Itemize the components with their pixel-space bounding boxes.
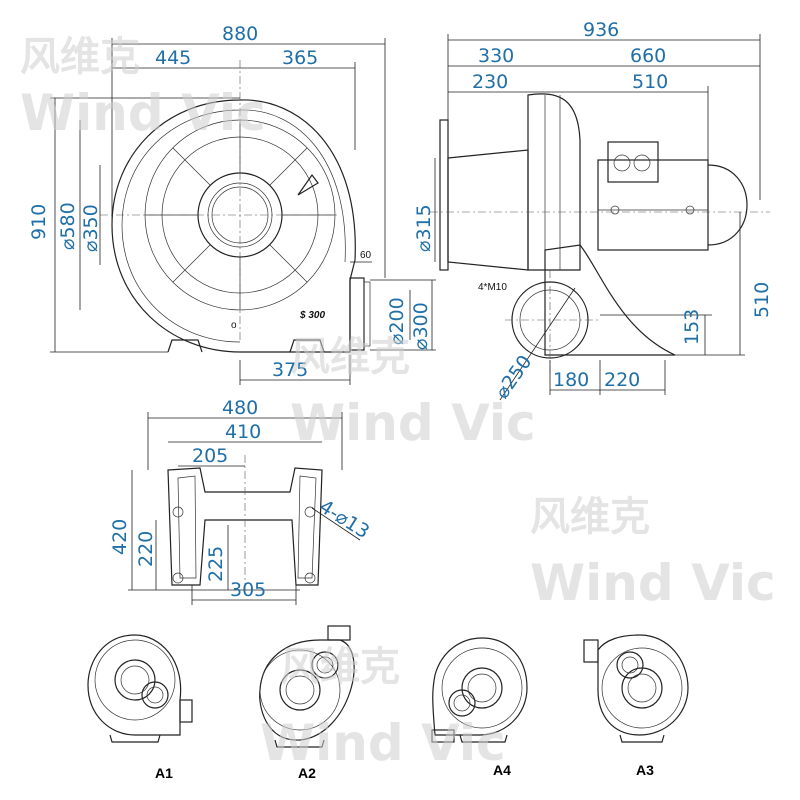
- terminal-box: [607, 141, 659, 183]
- side-view: 4*M10 936 330 660 230 510 ⌀315 510 153 1…: [413, 19, 773, 403]
- dim-510-h: 510: [751, 282, 773, 318]
- pedestal: [544, 244, 676, 356]
- dim-350: ⌀350: [80, 204, 102, 252]
- label-a4: A4: [493, 762, 511, 778]
- dim-365: 365: [282, 47, 318, 69]
- dim-205: 205: [192, 445, 228, 467]
- orientation-a3: A3: [583, 634, 689, 778]
- svg-text:风维克: 风维克: [280, 644, 400, 690]
- volute-side: [527, 93, 581, 271]
- dim-315: ⌀315: [413, 204, 435, 252]
- svg-text:Wind Vic: Wind Vic: [530, 554, 776, 612]
- dim-936: 936: [583, 19, 619, 41]
- orientation-a1: A1: [87, 634, 193, 781]
- svg-text:Wind Vic: Wind Vic: [260, 714, 506, 772]
- dim-300: ⌀300: [410, 302, 432, 350]
- svg-text:风维克: 风维克: [290, 334, 410, 380]
- dim-230: 230: [472, 71, 508, 93]
- volute-housing: [111, 99, 356, 353]
- inlet-cone: [447, 149, 529, 271]
- label-a3: A3: [636, 762, 654, 778]
- dim-660: 660: [630, 45, 666, 67]
- base-view: 480 410 205 420 220 225 305 4-⌀13: [109, 397, 373, 605]
- dim-480: 480: [222, 397, 258, 419]
- dim-510: 510: [632, 71, 668, 93]
- watermark: 风维克 Wind Vic 风维克 Wind Vic 风维克 Wind Vic 风…: [20, 34, 776, 772]
- label-a1: A1: [155, 765, 173, 781]
- dim-200: ⌀200: [386, 297, 408, 345]
- svg-text:风维克: 风维克: [530, 494, 650, 540]
- bolt-label: 4*M10: [478, 282, 507, 293]
- dim-holes: 4-⌀13: [315, 496, 373, 544]
- front-label-300: $ 300: [299, 310, 325, 321]
- dim-330: 330: [478, 45, 514, 67]
- svg-text:Wind Vic: Wind Vic: [290, 394, 536, 452]
- dim-60: 60: [360, 250, 372, 261]
- dim-180: 180: [553, 369, 589, 391]
- dim-880: 880: [222, 23, 258, 45]
- orientation-a2: A2: [259, 625, 355, 781]
- dim-420: 420: [109, 519, 131, 555]
- dim-375: 375: [272, 359, 308, 381]
- dim-220: 220: [604, 369, 640, 391]
- motor-body: [597, 159, 709, 251]
- svg-text:风维克: 风维克: [20, 34, 140, 80]
- dim-305: 305: [230, 579, 266, 601]
- front-view: o $ 300 880 445 365 910 ⌀580 ⌀350 60 ⌀20…: [28, 23, 436, 385]
- label-a2: A2: [298, 765, 316, 781]
- dim-410: 410: [225, 421, 261, 443]
- svg-text:Wind Vic: Wind Vic: [20, 84, 266, 142]
- dim-225: 225: [205, 546, 227, 582]
- dim-153: 153: [681, 309, 703, 345]
- dim-580: ⌀580: [57, 202, 79, 250]
- dim-445: 445: [155, 47, 191, 69]
- orientation-a4: A4: [431, 637, 528, 778]
- dim-220-b: 220: [135, 531, 157, 567]
- rotation-mark: o: [231, 320, 237, 331]
- dim-910: 910: [28, 204, 50, 240]
